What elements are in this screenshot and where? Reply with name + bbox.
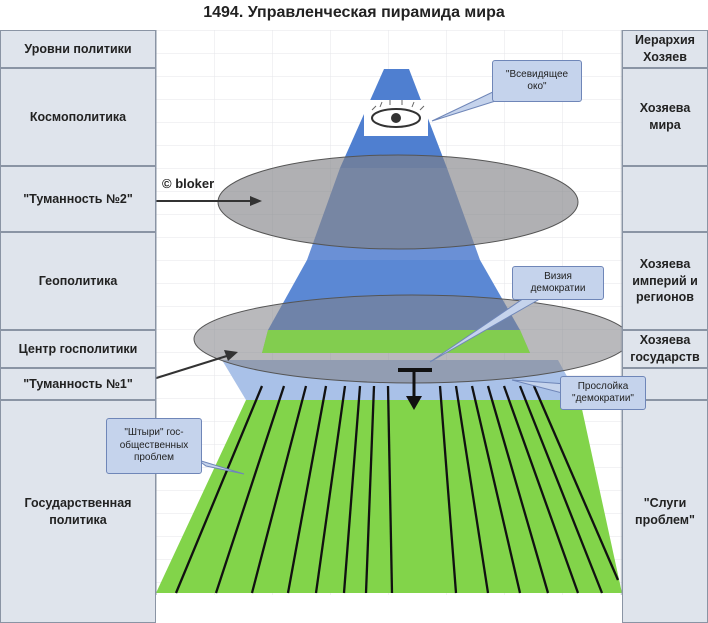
spikes-callout: "Штыри" гос-общественных проблем: [106, 418, 202, 474]
fog-1-pointer: [149, 350, 238, 381]
problem-spikes: [174, 385, 620, 594]
left-cell-fog-2: "Туманность №2": [0, 166, 156, 232]
right-header-cell: Иерархия Хозяев: [622, 30, 708, 68]
copyright-label: © bloker: [162, 176, 215, 191]
democracy-layer-callout: Прослойка "демократии": [560, 376, 646, 410]
right-cell-empire-masters: Хозяева империй и регионов: [622, 232, 708, 330]
left-cell-fog-1: "Туманность №1": [0, 368, 156, 400]
right-cell-world-masters: Хозяева мира: [622, 68, 708, 166]
left-cell-geopolitics: Геополитика: [0, 232, 156, 330]
left-cell-state-center: Центр госполитики: [0, 330, 156, 368]
left-header-cell: Уровни политики: [0, 30, 156, 68]
eye-icon: [364, 100, 428, 136]
left-cell-cosmopolitics: Космополитика: [0, 68, 156, 166]
democracy-vision-callout: Визия демократии: [512, 266, 604, 300]
green-band-front: [262, 330, 530, 353]
eye-callout: "Всевидящее око": [492, 60, 582, 102]
t-arrow-icon: [398, 368, 432, 410]
fog-2-ellipse: [217, 154, 579, 250]
fog-2-pointer: [150, 196, 262, 206]
spikes-callout-tail: [197, 459, 245, 475]
pyramid-diagram: [149, 30, 631, 595]
right-cell-problem-servants: "Слуги проблем": [622, 400, 708, 623]
right-cell-empty-1: [622, 166, 708, 232]
right-cell-state-masters: Хозяева государств: [622, 330, 708, 368]
page-title: 1494. Управленческая пирамида мира: [203, 4, 505, 21]
